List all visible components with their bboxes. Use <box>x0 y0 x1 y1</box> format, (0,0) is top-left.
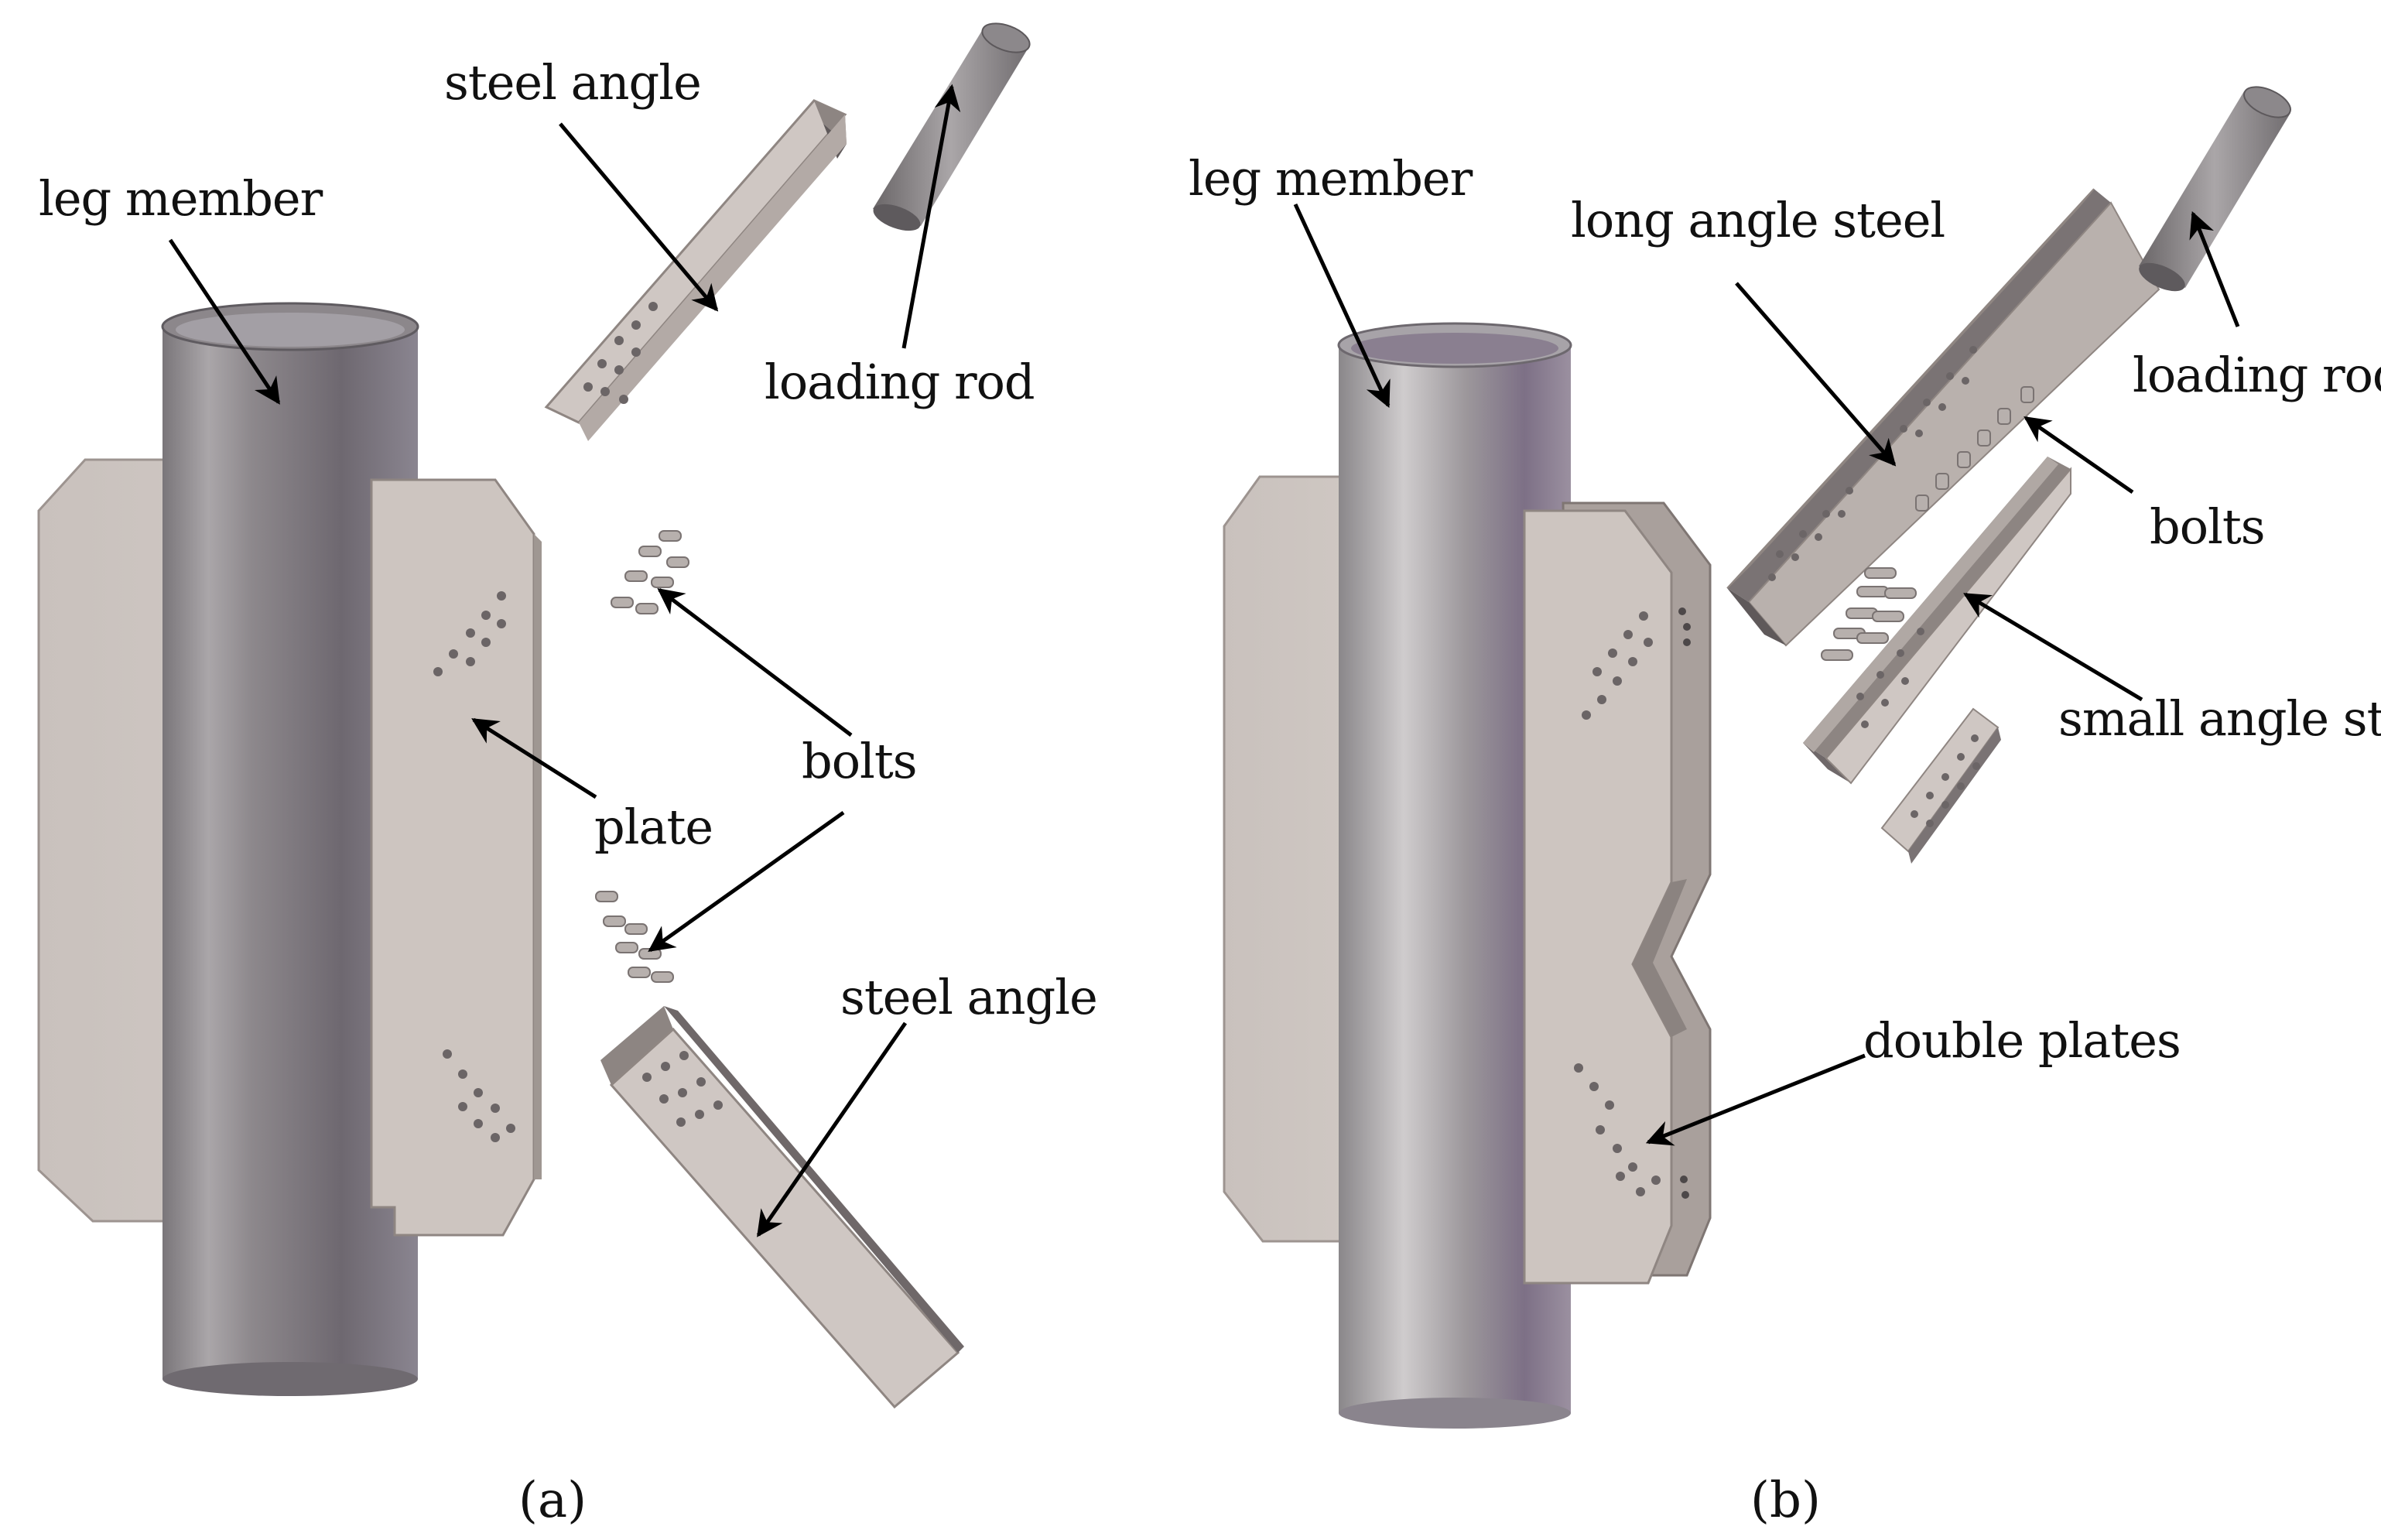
splice-plate-b <box>1880 707 2001 864</box>
double-plates-b <box>1523 501 1712 1285</box>
plate-bolt-holes-a <box>433 591 515 1142</box>
steel-angle-top-a <box>544 99 847 441</box>
label-long-angle-steel-b: long angle steel <box>1571 192 1945 248</box>
loading-rod-b <box>2139 86 2291 292</box>
label-loading-rod-a: loading rod <box>765 354 1035 410</box>
small-angle-steel-b <box>1803 457 2071 785</box>
caption-a: (a) <box>518 1472 587 1529</box>
label-leg-member-a: leg member <box>39 170 323 227</box>
label-leg-member-b: leg member <box>1189 150 1473 207</box>
bolts-b <box>1821 386 2034 661</box>
arrows-b <box>1293 203 2240 1146</box>
label-steel-angle-top-a: steel angle <box>444 54 701 111</box>
label-bolts-a: bolts <box>802 733 917 789</box>
long-angle-steel-b <box>1726 188 2160 647</box>
label-double-plates-b: double plates <box>1863 1012 2181 1069</box>
label-bolts-b: bolts <box>2150 498 2265 555</box>
front-plate-a <box>370 478 535 1237</box>
label-loading-rod-b: loading rod <box>2133 347 2381 403</box>
label-plate-a: plate <box>594 799 713 855</box>
bolts-bottom-a <box>595 891 674 983</box>
label-small-angle-steel-b: small angle steel <box>2058 690 2381 747</box>
panel-b: leg member long angle steel loading rod … <box>1189 86 2381 1529</box>
label-steel-angle-bottom-a: steel angle <box>840 969 1097 1025</box>
steel-angle-bottom-a <box>600 1006 964 1409</box>
loading-rod-a <box>873 22 1031 231</box>
arrows-a <box>168 84 961 1237</box>
caption-b: (b) <box>1750 1472 1821 1529</box>
bolts-top-a <box>611 530 689 614</box>
panel-a: leg member steel angle loading rod bolts… <box>37 22 1098 1529</box>
